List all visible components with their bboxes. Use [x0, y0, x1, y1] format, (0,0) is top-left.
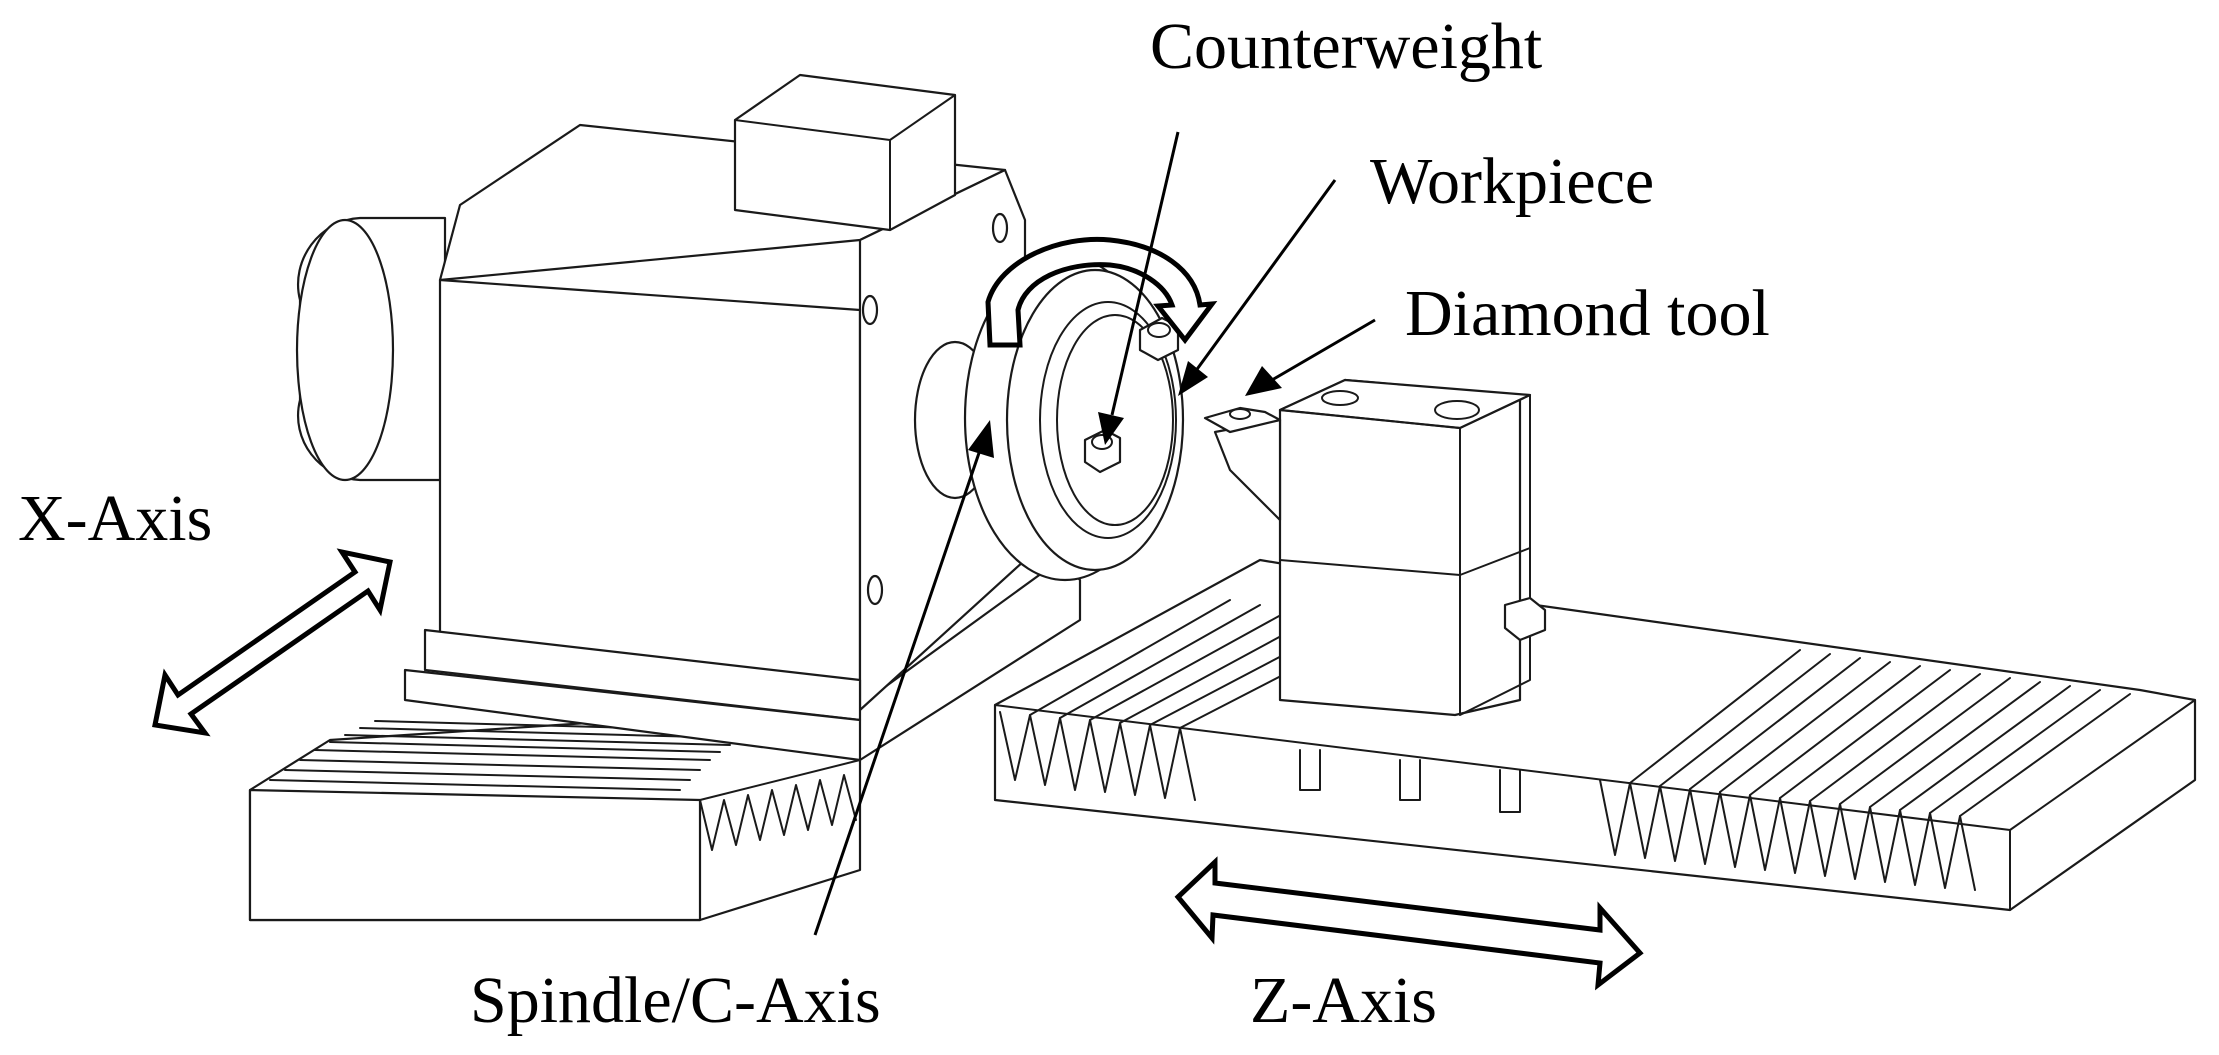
z-axis-slide-base [993, 558, 2197, 912]
z-axis-label: Z-Axis [1250, 964, 1437, 1037]
workpiece-label: Workpiece [1370, 145, 1654, 218]
z-axis-bellows-left [999, 599, 1381, 801]
c-axis-rotation-arrow [985, 236, 1218, 348]
x-axis-bellows [269, 720, 857, 851]
spindle-c-axis-label: Spindle/C-Axis [470, 964, 881, 1037]
workpiece [1138, 316, 1180, 362]
diamond-tool-leader [1245, 318, 1376, 396]
counterweight [1083, 428, 1122, 474]
spindle-housing [295, 73, 1027, 762]
counterweight-label: Counterweight [1150, 10, 1542, 83]
z-axis-arrow [1174, 856, 1644, 991]
tool-holder [1213, 378, 1547, 717]
workpiece-leader [1178, 179, 1337, 396]
x-axis-slide-base [248, 558, 1082, 922]
x-axis-arrow [152, 548, 393, 737]
x-axis-label: X-Axis [18, 482, 212, 555]
spindle-leader [813, 420, 994, 936]
diamond-tool [1203, 406, 1282, 434]
z-axis-bellows-right [1599, 649, 2131, 891]
counterweight-leader [1098, 131, 1180, 445]
diamond-tool-label: Diamond tool [1405, 277, 1770, 350]
